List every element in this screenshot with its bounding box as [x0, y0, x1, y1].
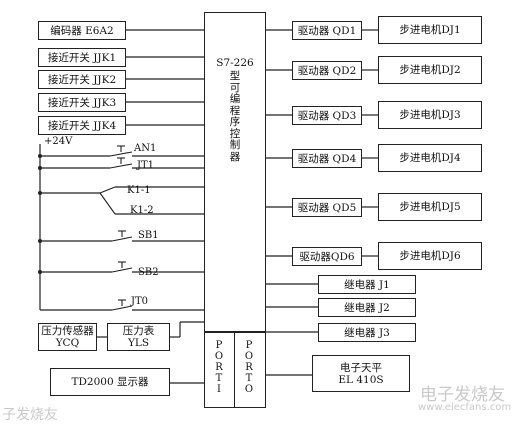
proximity-switch-2: 接近开关 JJK2 [38, 70, 126, 89]
stepper-motor-dj4: 步进电机DJ4 [378, 144, 482, 172]
stepper-motor-dj2: 步进电机DJ2 [378, 56, 482, 84]
watermark-right-brand: 电子发烧友 [420, 385, 505, 405]
switch-sb1-label: SB1 [138, 230, 159, 241]
stepper-motor-dj3: 步进电机DJ3 [378, 101, 482, 129]
relay-j1: 继电器 J1 [318, 275, 416, 294]
stepper-motor-dj6: 步进电机DJ6 [378, 242, 482, 270]
port-divider [234, 332, 236, 408]
switch-jt0-label: JT0 [131, 296, 149, 307]
switch-k1-1-label: K1-1 [127, 185, 151, 196]
switch-an1-label: AN1 [134, 143, 157, 154]
switch-sb2-label: SB2 [138, 267, 159, 278]
plc-caption: 型可 编程 序控 制器 [229, 70, 241, 163]
supply-label: +24V [44, 136, 73, 147]
relay-j3: 继电器 J3 [318, 323, 416, 342]
stepper-motor-dj1: 步进电机DJ1 [378, 16, 482, 44]
watermark-right-url: www.elecfans.com [418, 402, 512, 413]
pressure-gauge-box: 压力表 YLS [107, 323, 170, 351]
stepper-motor-dj5: 步进电机DJ5 [378, 193, 482, 221]
encoder-box: 编码器 E6A2 [38, 21, 126, 40]
driver-qd2: 驱动器 QD2 [292, 61, 362, 80]
watermark-left: 子发烧友 [2, 407, 58, 423]
proximity-switch-3: 接近开关 JJK3 [38, 93, 126, 112]
driver-qd4: 驱动器 QD4 [292, 149, 362, 168]
driver-qd6: 驱动器QD6 [292, 247, 362, 266]
switch-jt1-label: JT1 [137, 160, 155, 171]
proximity-switch-1: 接近开关 JJK1 [38, 48, 126, 67]
plc-model: S7-226 [216, 57, 254, 69]
relay-j2: 继电器 J2 [318, 298, 416, 317]
driver-qd1: 驱动器 QD1 [292, 21, 362, 40]
proximity-switch-4: 接近开关 JJK4 [38, 116, 126, 135]
driver-qd5: 驱动器 QD5 [292, 198, 362, 217]
pressure-sensor-box: 压力传感器 YCQ [38, 323, 97, 351]
electronic-balance-box: 电子天平 EL 410S [312, 355, 410, 392]
plc-box [204, 12, 266, 332]
driver-qd3: 驱动器 QD3 [292, 106, 362, 125]
switch-k1-2-label: K1-2 [130, 205, 154, 216]
display-box: TD2000 显示器 [50, 368, 170, 396]
